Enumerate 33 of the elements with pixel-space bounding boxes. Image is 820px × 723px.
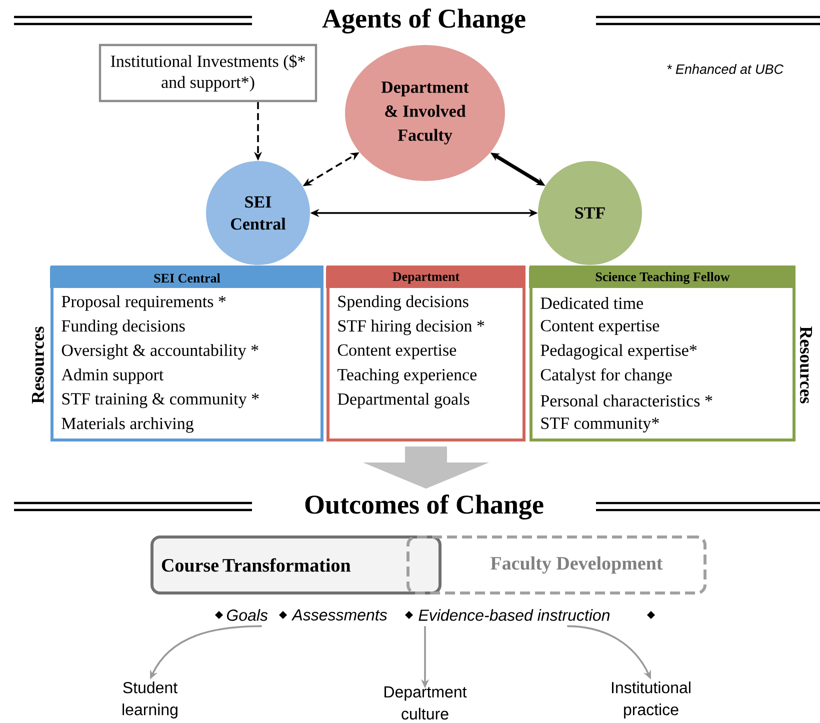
- list-item: Catalyst for change: [540, 368, 672, 384]
- block-arrow: [362, 446, 490, 489]
- panel-header: Science Teaching Fellow: [596, 272, 730, 284]
- list-item: Evidence-based instruction: [418, 609, 610, 621]
- text-box: Institutional Investments ($* and support*): [98, 44, 318, 102]
- list-item: Admin support: [61, 368, 164, 384]
- list-item: STF training & community *: [62, 393, 259, 408]
- list-item: Content expertise: [338, 344, 456, 360]
- list-item: Departmental goals: [338, 392, 470, 408]
- list-item: Dedicated time: [540, 297, 643, 309]
- list-item: Content expertise: [540, 320, 660, 335]
- outcome-label: Institutional practice: [612, 682, 690, 718]
- list-item: Goals: [227, 609, 268, 621]
- list-item: Proposal requirements *: [62, 295, 226, 311]
- panel-header: SEI Central: [154, 273, 220, 283]
- heading: Agents of Change: [322, 8, 526, 34]
- outcome-label: Student learning: [122, 682, 178, 718]
- list-item: Assessments: [291, 609, 387, 621]
- list-item: Funding decisions: [62, 320, 185, 336]
- outcome-box: Course Transformation: [150, 536, 442, 594]
- panel-header: Department: [392, 272, 460, 284]
- list-item: Pedagogical expertise*: [540, 344, 697, 360]
- list-item: STF hiring decision *: [338, 320, 484, 336]
- list-item: Personal characteristics *: [540, 394, 712, 407]
- outcome-box: Faculty Development: [406, 536, 706, 594]
- list-item: Materials archiving: [62, 417, 194, 433]
- list-item: Oversight & accountability *: [62, 344, 258, 360]
- outcome-label: Department culture: [384, 686, 467, 720]
- list-item: STF community*: [541, 418, 659, 432]
- list-item: Spending decisions: [338, 295, 468, 311]
- list-item: Teaching experience: [338, 368, 477, 384]
- note: * Enhanced at UBC: [667, 64, 784, 74]
- heading: Outcomes of Change: [305, 494, 544, 520]
